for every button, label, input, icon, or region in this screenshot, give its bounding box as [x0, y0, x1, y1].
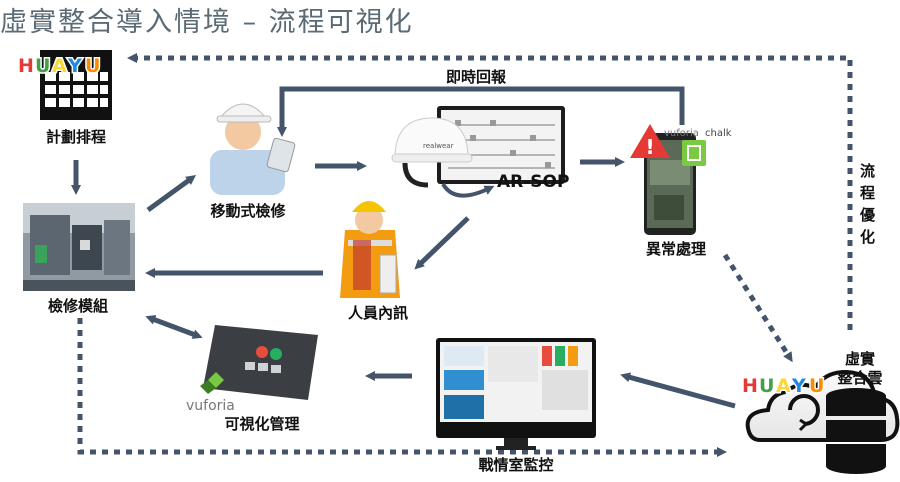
huayu-letter: Y	[791, 375, 806, 397]
mobile-inspection-label: 移動式檢修	[210, 202, 286, 220]
inspection-module-photo	[23, 203, 135, 291]
inspection-module-label: 檢修模組	[47, 297, 109, 315]
realwear-mark: realwear	[423, 142, 454, 150]
realtime-report-arrow	[277, 86, 685, 137]
exception-device-photo	[644, 133, 706, 235]
exception-label: 異常處理	[645, 240, 707, 258]
war-room-monitor	[436, 338, 596, 450]
process-opt-char-2: 程	[860, 184, 876, 202]
huayu-letter: H	[18, 55, 34, 77]
vuforia-chalk-logo: vuforia chalk	[664, 128, 732, 139]
cloud-label-line2: 整合雲	[837, 369, 883, 387]
huayu-letter: U	[759, 375, 774, 397]
schedule-label: 計劃排程	[45, 128, 107, 146]
huayu-letter: U	[35, 55, 50, 77]
huayu-letter: A	[52, 55, 67, 77]
svg-text:vuforia: vuforia	[664, 128, 699, 139]
page-title: 虛實整合導入情境 – 流程可視化	[0, 7, 414, 38]
calendar-icon	[40, 50, 112, 120]
bottom-dotted-flow	[77, 318, 727, 457]
svg-text:!: !	[645, 135, 654, 159]
svg-text:chalk: chalk	[705, 128, 732, 139]
huayu-logo-top: H U A Y U	[17, 54, 102, 79]
mobile-inspection-worker-illustration	[210, 103, 296, 195]
ar-sop-label: AR-SOP	[497, 172, 570, 192]
war-room-label: 戰情室監控	[478, 456, 554, 474]
svg-text:vuforia: vuforia	[186, 398, 235, 414]
smart-helmet-icon: realwear	[391, 117, 473, 188]
process-opt-char-4: 化	[860, 228, 876, 246]
huayu-letter: H	[742, 375, 758, 397]
helmet-to-screen-curve	[441, 182, 495, 198]
huayu-letter: U	[809, 375, 824, 397]
process-opt-char-1: 流	[860, 162, 876, 180]
module-visual-bidirectional-arrow	[145, 315, 203, 339]
exception-to-cloud-flow	[722, 253, 793, 363]
cloud-label-line1: 虛實	[844, 350, 876, 368]
realtime-report-label: 即時回報	[445, 68, 507, 86]
vuforia-logo: vuforia	[186, 372, 235, 414]
database-icon	[826, 388, 886, 474]
process-opt-char-3: 優	[860, 206, 876, 224]
module-to-mobile-arrow	[146, 175, 197, 213]
warning-triangle-icon: !	[630, 124, 670, 159]
huayu-letter: A	[776, 375, 791, 397]
staff-comm-label: 人員內訊	[347, 304, 409, 322]
huayu-letter: U	[85, 55, 100, 77]
visual-management-screen	[203, 325, 318, 400]
huayu-logo-bottom: H U A Y U	[741, 374, 826, 399]
arsop-to-staff-arrow	[414, 216, 470, 270]
visual-management-label: 可視化管理	[224, 415, 300, 433]
ar-sop-screen	[437, 106, 565, 184]
huayu-letter: Y	[67, 55, 82, 77]
staff-worker-illustration	[340, 201, 400, 298]
cloud-to-warroom-arrow	[620, 372, 736, 409]
